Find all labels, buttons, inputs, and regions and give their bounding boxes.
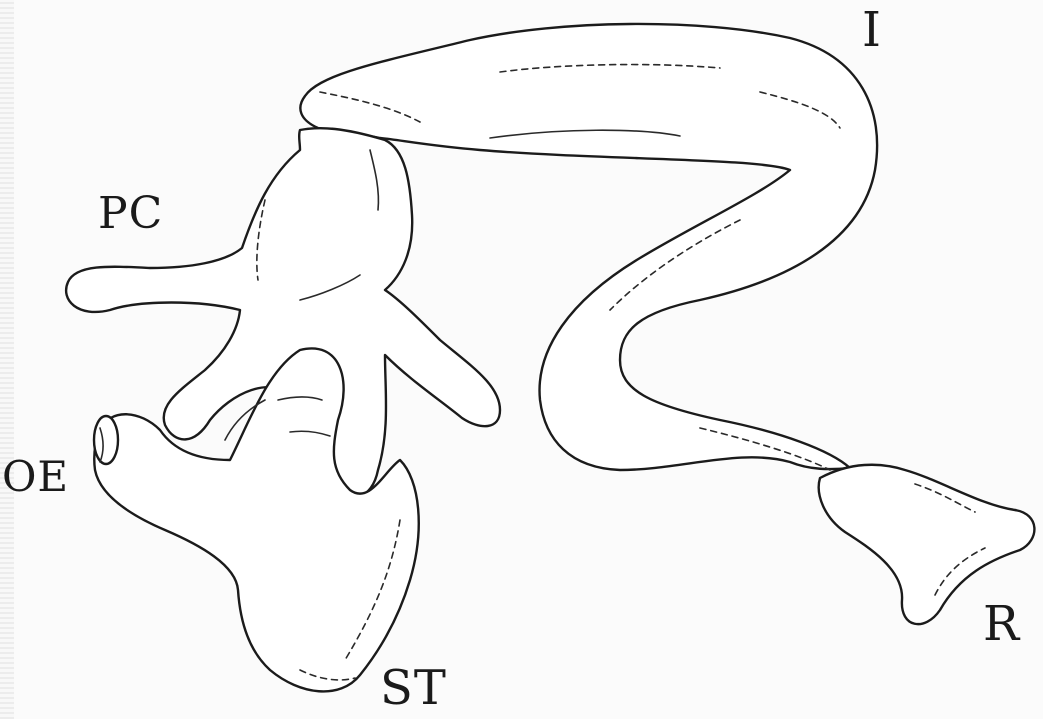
label-stomach: ST: [380, 660, 447, 716]
oesophagus-opening: [94, 416, 118, 464]
label-intestine: I: [862, 2, 882, 58]
label-pyloric-caeca: PC: [98, 188, 163, 239]
label-oesophagus: OE: [2, 452, 69, 501]
label-rectum: R: [983, 596, 1020, 652]
